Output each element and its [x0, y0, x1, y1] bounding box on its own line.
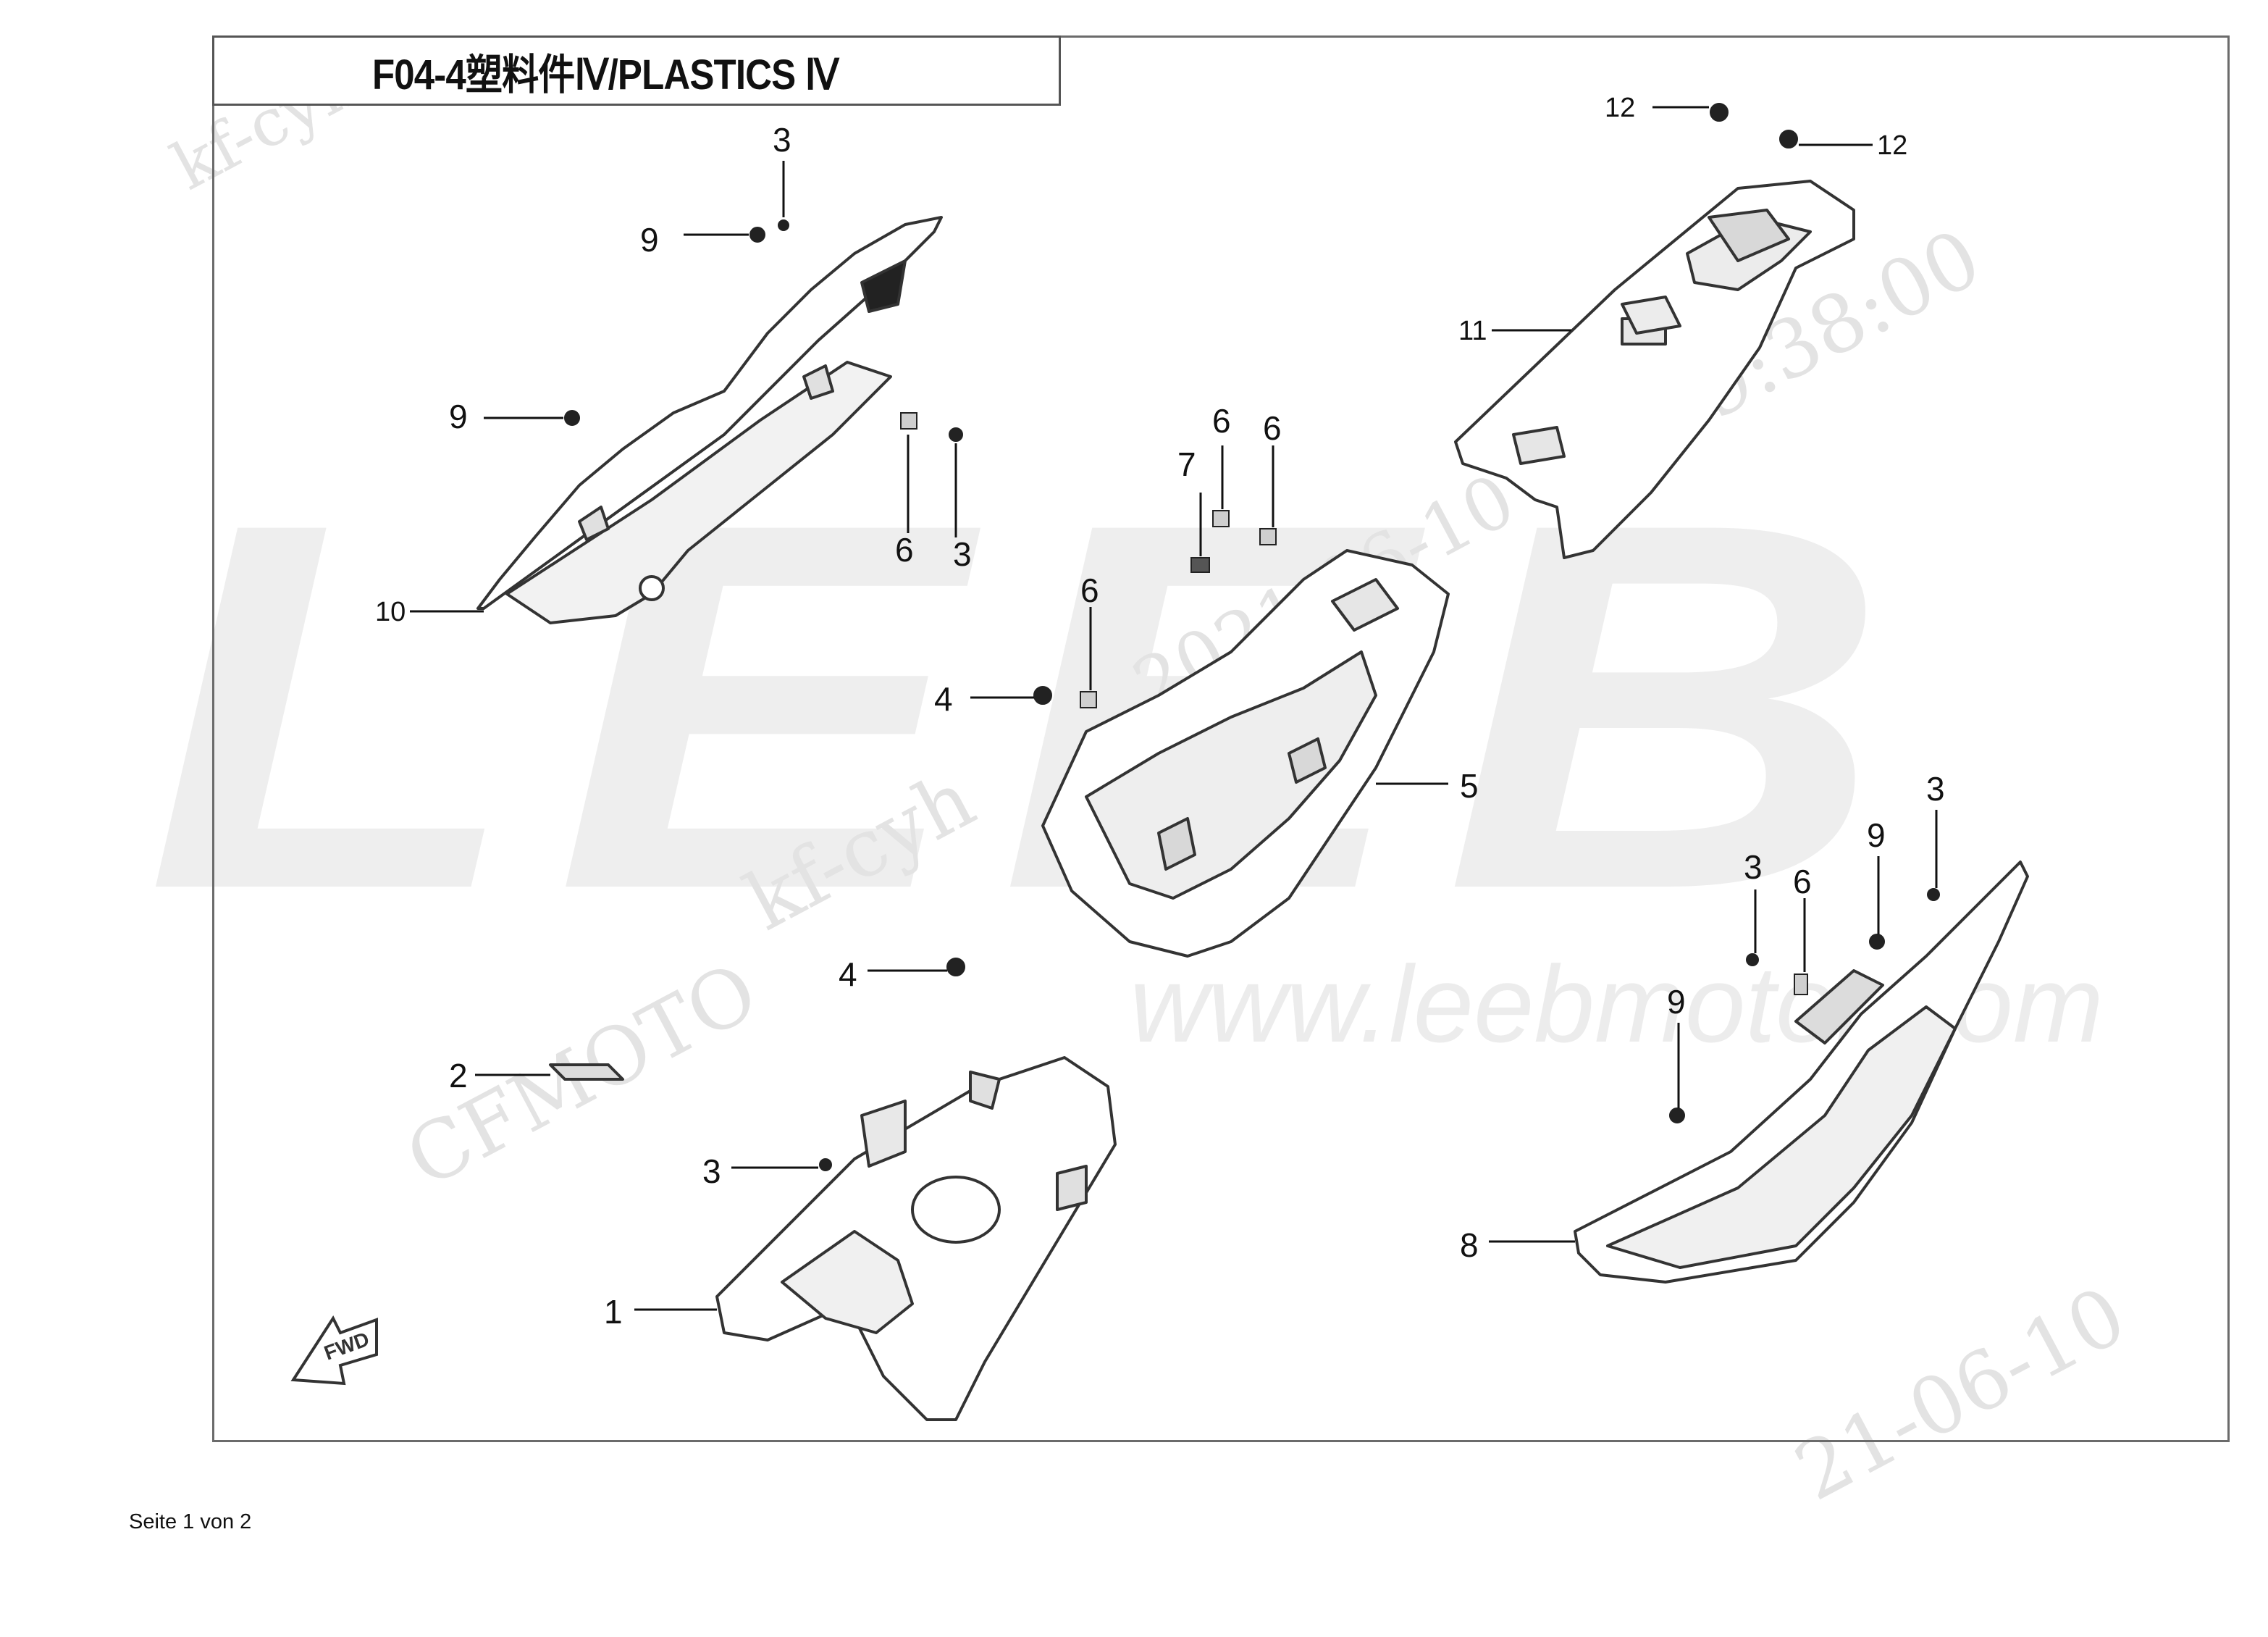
- clip-6-c: [1080, 691, 1097, 708]
- screw-9-right-2: [1669, 1108, 1685, 1123]
- page-footer: Seite 1 von 2: [129, 1510, 252, 1533]
- leader-lines: [410, 106, 1938, 1311]
- callout-3: 3: [953, 535, 972, 573]
- clip-3-right-1: [1746, 953, 1759, 966]
- fwd-arrow-icon: FWD: [290, 1315, 378, 1386]
- diagram-frame: [212, 35, 2230, 1442]
- grommet-4-bottom: [946, 958, 965, 976]
- clip-3-left: [949, 427, 963, 442]
- nut-7: [1190, 557, 1210, 573]
- callout-2: 2: [449, 1057, 468, 1094]
- screw-9-right-1: [1869, 934, 1885, 950]
- callout-10: 10: [375, 597, 406, 627]
- callout-11: 11: [1458, 316, 1487, 346]
- callout-3: 3: [1926, 770, 1945, 808]
- callout-3: 3: [1744, 848, 1763, 886]
- callout-1: 1: [604, 1293, 623, 1331]
- callout-6: 6: [1212, 402, 1231, 440]
- clip-3-top: [778, 219, 789, 231]
- callout-9: 9: [449, 398, 468, 435]
- callout-3: 3: [702, 1152, 721, 1190]
- callout-6: 6: [1263, 409, 1282, 447]
- clip-3-bottom: [819, 1158, 832, 1171]
- title-box: F04-4塑料件Ⅳ/PLASTICS Ⅳ: [212, 35, 1061, 106]
- callout-9: 9: [640, 221, 659, 259]
- callout-12: 12: [1605, 93, 1636, 123]
- callout-6: 6: [1793, 863, 1812, 900]
- screw-12-right: [1779, 130, 1798, 148]
- callout-6: 6: [1080, 572, 1099, 609]
- callout-9: 9: [1667, 983, 1686, 1021]
- part-11-rear-cowl: [1454, 180, 1855, 559]
- part-10-left-side-cover: [476, 216, 943, 624]
- callout-4: 4: [839, 955, 857, 993]
- callout-6: 6: [895, 531, 914, 569]
- clip-6-b: [1259, 528, 1277, 545]
- part-1-lower-cover: [715, 1056, 1117, 1421]
- clip-6-left: [900, 412, 917, 430]
- callout-4: 4: [934, 680, 953, 718]
- screw-9-top: [749, 227, 765, 243]
- part-2-pad: [549, 1063, 624, 1081]
- callout-8: 8: [1460, 1226, 1479, 1264]
- callout-9: 9: [1867, 816, 1886, 854]
- clip-3-right-2: [1927, 888, 1940, 901]
- grommet-4-top: [1033, 686, 1052, 705]
- fasteners: [564, 103, 1940, 1171]
- callout-3: 3: [773, 121, 791, 159]
- diagram-title: F04-4塑料件Ⅳ/PLASTICS Ⅳ: [372, 51, 839, 99]
- screw-9-mid: [564, 410, 580, 426]
- screw-12-left: [1710, 103, 1729, 122]
- clip-6-a: [1212, 510, 1230, 527]
- clip-6-right: [1794, 974, 1808, 995]
- callout-5: 5: [1460, 767, 1479, 805]
- callout-7: 7: [1177, 445, 1196, 483]
- part-5-storage-tray: [1041, 549, 1450, 958]
- callout-12: 12: [1877, 130, 1908, 161]
- part-8-right-side-cover: [1574, 861, 2029, 1284]
